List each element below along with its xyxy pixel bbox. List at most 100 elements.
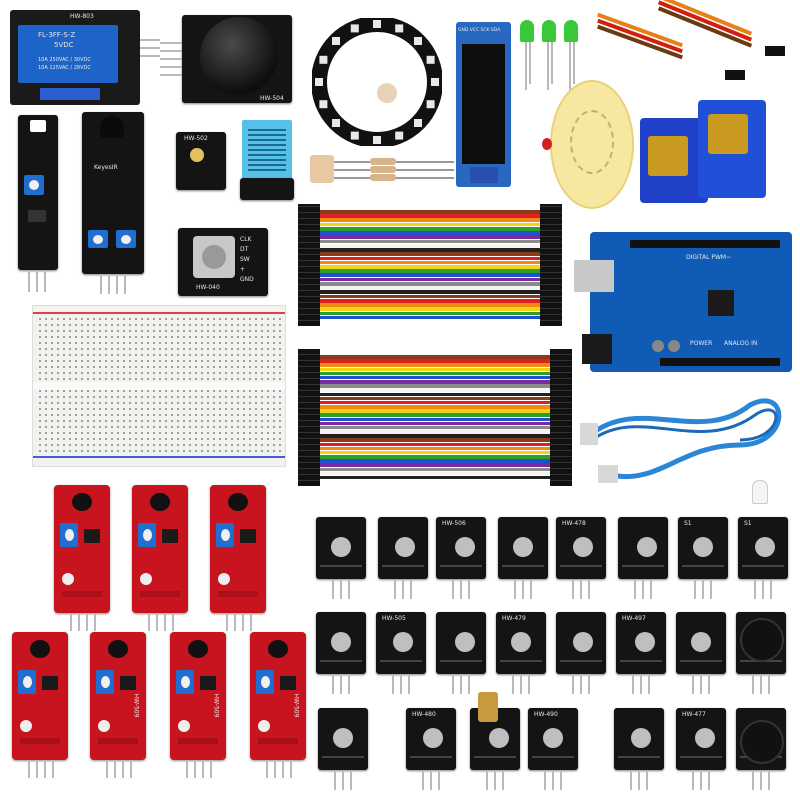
sensor-module-pins	[486, 770, 506, 792]
resistors	[310, 155, 460, 185]
light-sensor-module: HW-502	[176, 132, 226, 190]
jumper-connectors-right	[550, 349, 572, 486]
relay-rating-1: 10A 250VAC / 30VDC	[38, 57, 91, 63]
passive-buzzer	[740, 720, 784, 764]
sensor-module: HW-478	[556, 517, 606, 579]
encoder-pin-plus: +	[240, 266, 246, 273]
sensor-module-label: S1	[744, 520, 752, 527]
ir-module-label: KeyesIR	[94, 164, 118, 171]
jumper-wire	[320, 434, 550, 438]
sensor-module-pins	[754, 579, 774, 601]
servo-cables	[585, 0, 795, 118]
red-module-pins	[184, 760, 214, 780]
sensor-module: HW-505	[376, 612, 426, 674]
sensor-module-label: HW-490	[534, 711, 558, 718]
relay-module: FL-3FF-S-Z 5VDC 10A 250VAC / 30VDC 10A 1…	[10, 10, 140, 105]
servo-motor-2	[698, 100, 766, 198]
ring-led	[373, 136, 381, 144]
uno-microcontroller	[708, 290, 734, 316]
jumper-wires-bottom	[298, 345, 572, 490]
red-module-pins	[104, 760, 134, 780]
sensor-module-pins	[422, 770, 442, 792]
piezo-buzzer	[542, 80, 634, 209]
oled-screen	[462, 44, 505, 164]
led-ring	[312, 18, 442, 146]
sensor-module-pins	[452, 579, 472, 601]
jumper-wire	[320, 307, 540, 312]
sensor-module-pins	[544, 770, 564, 792]
sensor-module-pins	[572, 579, 592, 601]
ring-led	[332, 119, 340, 127]
ring-led	[332, 37, 340, 45]
jumper-wire	[320, 459, 550, 463]
relay-terminal	[40, 88, 100, 100]
ring-led	[426, 100, 435, 109]
uno-power-jack	[582, 334, 612, 364]
red-module-label: HW-509	[292, 693, 300, 718]
sensor-module-label: HW-497	[622, 615, 646, 622]
ring-led	[373, 20, 381, 28]
rotary-encoder-module: HW-040 CLK DT SW + GND	[178, 228, 268, 296]
jumper-wire	[320, 409, 550, 413]
sensor-module-pins	[630, 770, 650, 792]
sensor-module-pins	[632, 674, 652, 696]
sensor-module-pins	[752, 770, 772, 792]
sensor-module-pins	[572, 674, 592, 696]
ring-led	[395, 24, 404, 33]
red-sensor-module	[210, 485, 266, 613]
relay-cube: FL-3FF-S-Z 5VDC 10A 250VAC / 30VDC 10A 1…	[18, 25, 118, 83]
jumper-connectors-left	[298, 204, 320, 326]
uno-analog-label: ANALOG IN	[724, 340, 758, 347]
red-module-label: HW-509	[212, 693, 220, 718]
sensor-module-pins	[332, 579, 352, 601]
arduino-uno-board: DIGITAL PWM~ POWER ANALOG IN	[574, 232, 792, 372]
sensor-module	[556, 612, 606, 674]
sensor-module	[318, 708, 368, 770]
sensor-module	[436, 612, 486, 674]
jumper-wire	[320, 475, 550, 480]
green-led-legs	[520, 42, 580, 92]
ring-led	[414, 37, 422, 45]
jumper-connectors-right	[540, 204, 562, 326]
jumper-wire	[320, 471, 550, 476]
sensor-module	[618, 517, 668, 579]
jumper-wire	[320, 384, 550, 388]
joystick-cap	[200, 17, 278, 95]
sensor-module: HW-497	[616, 612, 666, 674]
jumper-wire	[320, 371, 550, 376]
jumper-wire	[320, 311, 540, 316]
jumper-wire	[320, 239, 540, 244]
jumper-wire	[320, 413, 550, 417]
active-buzzer	[740, 618, 784, 662]
line-tracking-pins	[26, 270, 56, 295]
sensor-module-pins	[392, 674, 412, 696]
jumper-wire	[320, 442, 550, 447]
jumper-wire	[320, 235, 540, 240]
sensor-module: HW-477	[676, 708, 726, 770]
sensor-module	[498, 517, 548, 579]
ring-led	[426, 55, 435, 64]
jumper-wire	[320, 269, 540, 273]
ring-center-disc	[377, 83, 397, 103]
jumper-wire	[320, 290, 540, 295]
sensor-module-pins	[752, 674, 772, 696]
jumper-wire	[320, 214, 540, 218]
jumper-wire	[320, 367, 550, 372]
uno-digital-label: DIGITAL PWM~	[686, 254, 732, 261]
jumper-wire	[320, 286, 540, 290]
jumper-wire	[320, 231, 540, 235]
sensor-module-pins	[692, 674, 712, 696]
jumper-wire	[320, 252, 540, 257]
green-led-3	[564, 20, 578, 42]
jumper-wire	[320, 463, 550, 467]
jumper-wire	[320, 218, 540, 223]
dht11-sensor	[242, 120, 292, 180]
red-module-pins	[264, 760, 294, 780]
sensor-module: HW-479	[496, 612, 546, 674]
red-module-pins	[224, 613, 254, 633]
ring-led	[319, 100, 328, 109]
ring-led	[319, 55, 328, 64]
jumper-wire	[320, 446, 550, 451]
jumper-wire	[320, 222, 540, 227]
jumper-connectors-left	[298, 349, 320, 486]
